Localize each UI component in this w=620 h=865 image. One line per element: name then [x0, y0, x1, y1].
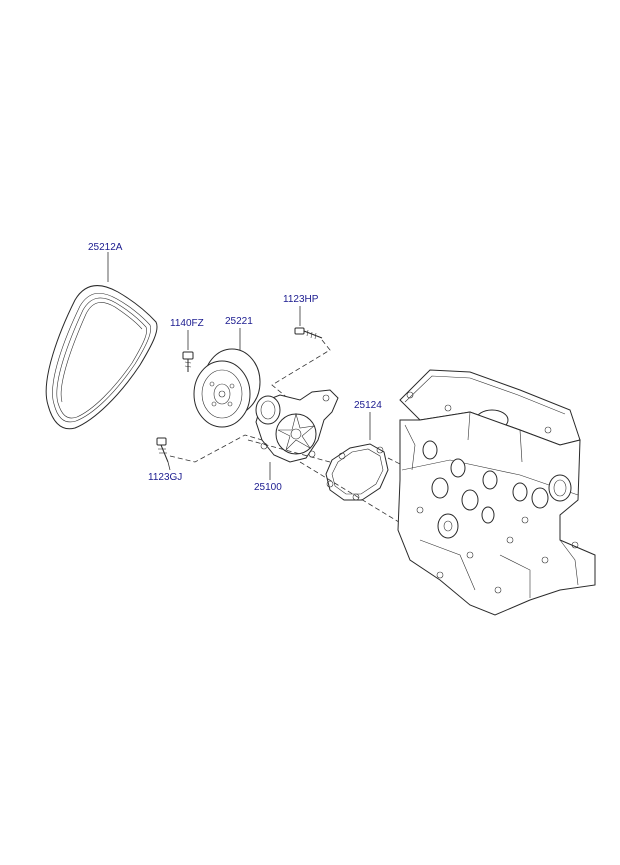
- bolt-top[interactable]: [294, 327, 323, 340]
- water-pump-pulley[interactable]: [193, 348, 261, 428]
- bolt-pulley[interactable]: [182, 351, 194, 372]
- bolt-lower[interactable]: [156, 437, 169, 463]
- alignment-line-mid-1: [247, 439, 331, 463]
- label-water-pump: 25100: [254, 482, 282, 493]
- water-pump-gasket[interactable]: [325, 443, 389, 501]
- leader-bolt-lower: [167, 461, 171, 471]
- label-pulley: 25221: [225, 316, 253, 327]
- alignment-line-mid-3: [299, 461, 413, 531]
- alignment-line-mid-2: [387, 457, 413, 471]
- alignment-line-lower: [169, 434, 263, 463]
- label-bolt-lower: 1123GJ: [148, 472, 182, 483]
- water-pump[interactable]: [255, 389, 339, 463]
- label-bolt-pulley: 1140FZ: [170, 318, 204, 329]
- alignment-line-top: [271, 339, 331, 401]
- drive-belt[interactable]: [45, 285, 158, 430]
- label-gasket: 25124: [354, 400, 382, 411]
- label-bolt-top: 1123HP: [283, 294, 319, 305]
- label-belt: 25212A: [88, 242, 123, 253]
- engine-block: [397, 369, 596, 616]
